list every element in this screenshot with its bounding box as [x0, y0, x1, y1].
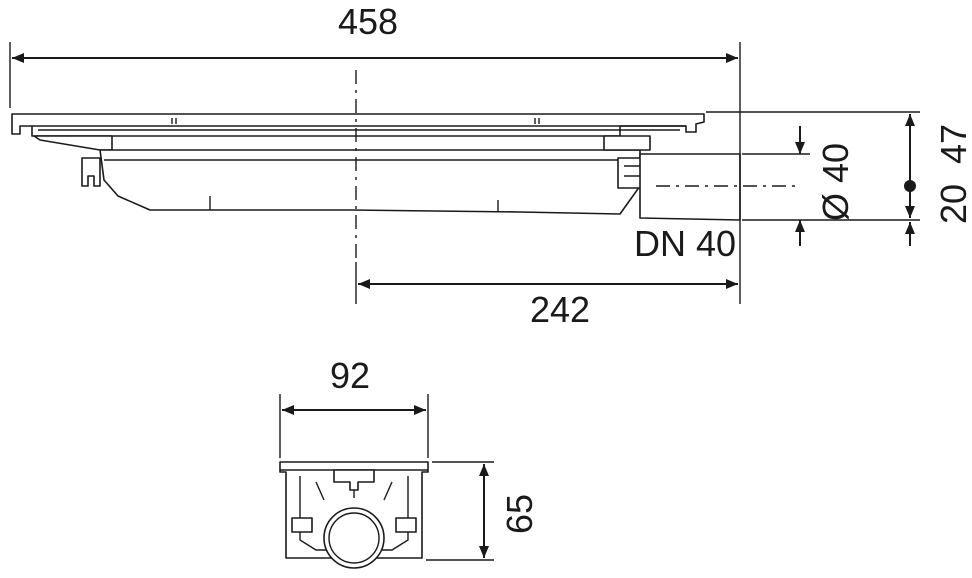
outlet-diameter-label: Ø 40 — [815, 143, 856, 221]
dim-origin-dot — [904, 180, 916, 192]
section-view: 92 65 — [279, 355, 540, 569]
outlet-offset-label: 242 — [530, 289, 590, 330]
pipe-size-label: DN 40 — [634, 223, 736, 264]
drain-frame — [11, 113, 705, 137]
outlet-axis-height-label: 20 — [933, 184, 972, 224]
outlet-pipe — [639, 153, 741, 221]
left-bracket — [33, 135, 113, 151]
section-outlet-pipe — [323, 507, 385, 569]
section-height-label: 65 — [499, 494, 540, 534]
side-view: 458 242 DN 40 Ø 40 47 20 — [9, 1, 972, 330]
left-clip — [81, 157, 101, 187]
section-width-label: 92 — [330, 355, 370, 396]
right-bracket — [603, 135, 651, 151]
overall-length-label: 458 — [338, 1, 398, 42]
total-height-label: 47 — [933, 124, 972, 164]
